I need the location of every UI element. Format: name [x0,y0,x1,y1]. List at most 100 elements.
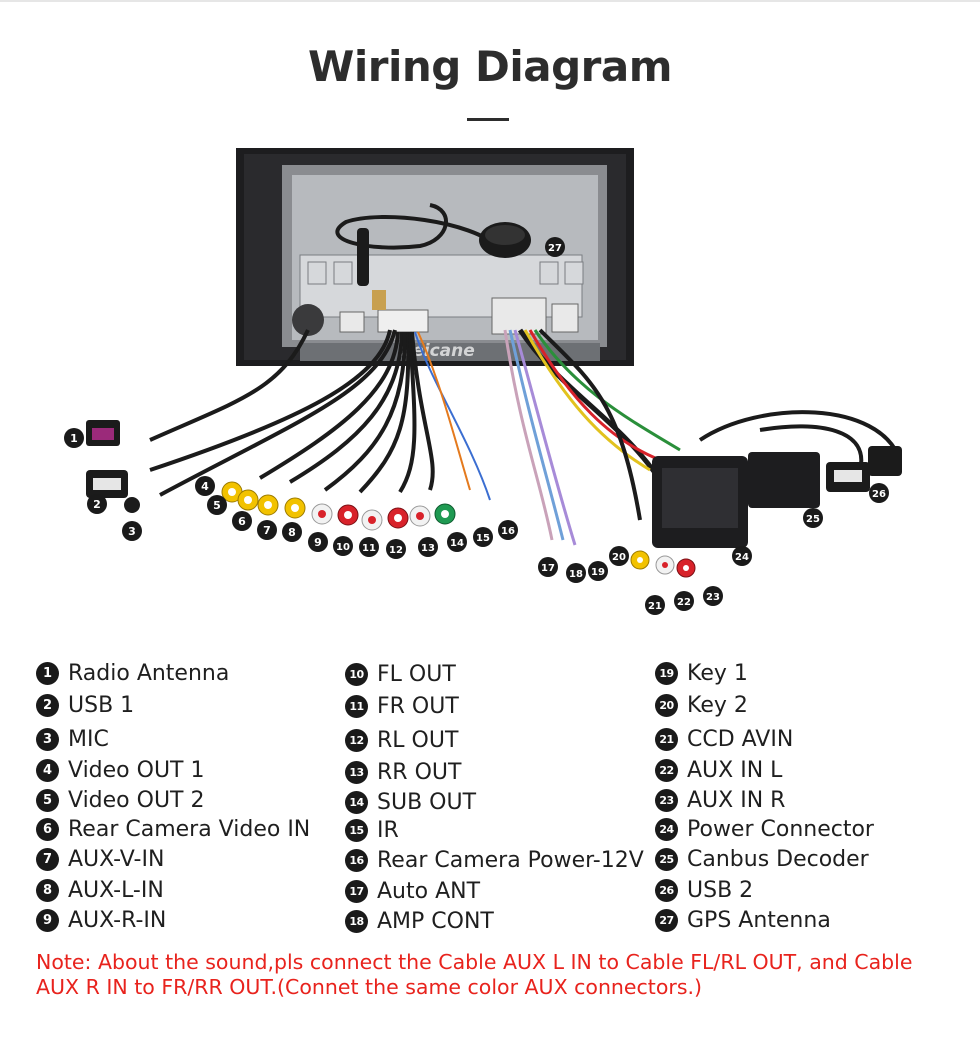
badge-23: 23 [703,586,723,606]
gps-antenna [335,203,531,258]
legend-label: AMP CONT [377,908,494,934]
legend-label: SUB OUT [377,789,477,815]
legend-label: USB 1 [68,692,135,718]
legend-number: 5 [36,788,59,812]
badge-7: 7 [257,520,277,540]
legend-item: 1 Radio Antenna [36,659,229,687]
badge-3: 3 [122,521,142,541]
svg-text:11: 11 [362,543,376,554]
left-harness [149,329,435,497]
brand-watermark: Seicane [400,341,475,361]
badge-16: 16 [498,520,518,540]
head-unit [236,148,634,366]
legend-item: 22 AUX IN L [655,756,782,784]
badge-1: 1 [64,428,84,448]
legend-label: Rear Camera Power-12V [377,847,644,873]
legend-label: Video OUT 1 [68,757,205,783]
legend-number: 14 [345,790,368,814]
legend-item: 5 Video OUT 2 [36,786,204,814]
badge-5: 5 [207,495,227,515]
page-title: Wiring Diagram [308,42,672,91]
legend-number: 24 [655,817,678,841]
legend-label: CCD AVIN [687,726,794,752]
wifi-antenna-stub [357,228,369,286]
legend-label: Video OUT 2 [68,787,205,813]
wiring-diagram-illustration: Seicane [64,148,902,615]
legend-number: 27 [655,908,678,932]
legend-number: 15 [345,818,368,842]
svg-text:4: 4 [201,480,209,493]
legend-number: 6 [36,817,59,841]
legend-label: AUX-R-IN [68,907,167,933]
badge-22: 22 [674,591,694,611]
legend-number: 23 [655,788,678,812]
svg-text:25: 25 [806,514,820,525]
legend-number: 1 [36,661,59,685]
legend-number: 10 [345,662,368,686]
legend-number: 7 [36,847,59,871]
legend-number: 21 [655,727,678,751]
svg-text:10: 10 [336,542,350,553]
legend-number: 13 [345,760,368,784]
legend-label: Key 2 [687,692,748,718]
legend-label: AUX IN L [687,757,783,783]
badge-14: 14 [447,532,467,552]
legend-item: 23 AUX IN R [655,786,785,814]
right-harness [503,328,681,546]
svg-text:21: 21 [648,601,662,612]
legend-label: Radio Antenna [68,660,230,686]
legend-label: AUX IN R [687,787,786,813]
svg-text:9: 9 [314,536,322,549]
legend-item: 16 Rear Camera Power-12V [345,846,644,874]
legend-label: RL OUT [377,727,459,753]
legend-label: AUX-V-IN [68,846,165,872]
legend-label: AUX-L-IN [68,877,164,903]
svg-text:16: 16 [501,526,515,537]
legend-number: 8 [36,878,59,902]
legend-item: 13 RR OUT [345,758,461,786]
badge-18: 18 [566,563,586,583]
rca-connectors [221,481,456,531]
legend-number: 25 [655,847,678,871]
legend-number: 16 [345,848,368,872]
svg-text:1: 1 [70,432,78,445]
legend-label: Rear Camera Video IN [68,816,311,842]
legend-item: 21 CCD AVIN [655,725,793,753]
legend-item: 6 Rear Camera Video IN [36,815,310,843]
svg-text:8: 8 [288,526,296,539]
badge-25: 25 [803,508,823,528]
legend-number: 4 [36,758,59,782]
svg-text:2: 2 [93,498,101,511]
legend-number: 22 [655,758,678,782]
badge-8: 8 [282,522,302,542]
badge-9: 9 [308,532,328,552]
legend-label: FL OUT [377,661,456,687]
badge-24: 24 [732,546,752,566]
badge-19: 19 [588,561,608,581]
legend-label: RR OUT [377,759,462,785]
mic-jack [124,497,140,513]
svg-text:15: 15 [476,533,490,544]
legend-number: 19 [655,661,678,685]
legend-item: 10 FL OUT [345,660,456,688]
svg-text:5: 5 [213,499,221,512]
legend-item: 4 Video OUT 1 [36,756,204,784]
badge-15: 15 [473,527,493,547]
legend-label: USB 2 [687,877,754,903]
badge-11: 11 [359,537,379,557]
legend-item: 8 AUX-L-IN [36,876,164,904]
svg-text:20: 20 [612,552,626,563]
svg-text:12: 12 [389,545,403,556]
canbus-decoder [748,452,820,508]
